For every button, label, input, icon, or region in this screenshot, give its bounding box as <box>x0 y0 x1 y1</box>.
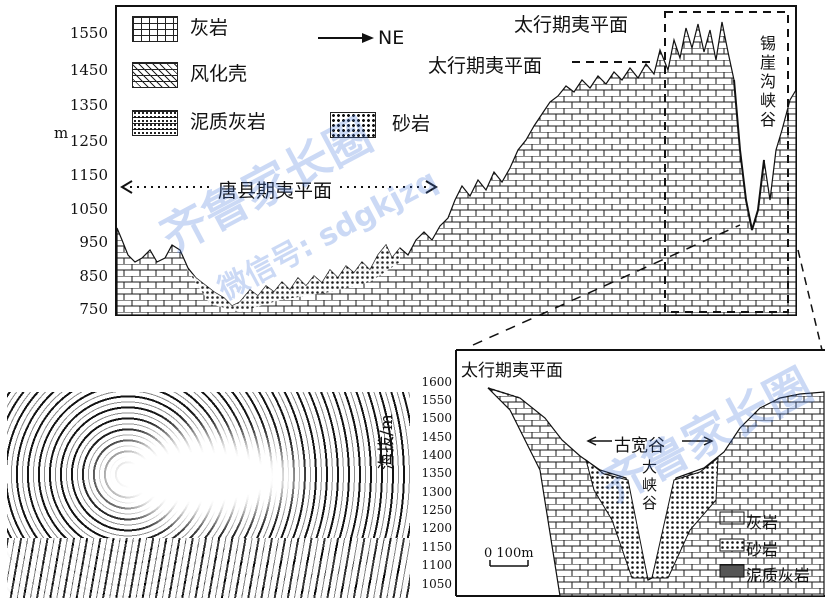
inset-y-tick: 1500 <box>421 411 452 425</box>
inset-y-tick: 1550 <box>421 393 452 407</box>
taihang-surface-label-lower: 太行期夷平面 <box>428 55 543 77</box>
inset-y-tick: 1300 <box>421 485 452 499</box>
inset-y-tick: 1200 <box>421 521 452 535</box>
y-tick: 950 <box>79 233 108 251</box>
scale-bar-label: 0 100m <box>484 546 534 561</box>
inset-y-tick: 1400 <box>421 448 452 462</box>
valley-label: 锡崖沟峡谷 <box>760 34 778 129</box>
legend-swatch-marly-limestone <box>132 110 178 136</box>
y-unit: m <box>54 124 69 142</box>
taihang-surface-label-upper: 太行期夷平面 <box>514 14 629 36</box>
inset-legend-marly-limestone: 泥质灰岩 <box>746 566 811 585</box>
inset-y-tick: 1150 <box>421 540 452 554</box>
ancient-valley-label: 古宽谷 <box>614 431 665 456</box>
y-tick: 850 <box>79 267 108 285</box>
y-tick: 1250 <box>69 132 108 150</box>
inset-y-tick: 1350 <box>421 466 452 480</box>
y-tick: 1550 <box>69 24 108 42</box>
inset-y-tick: 1100 <box>421 558 452 572</box>
canyon-label: 大峡谷 <box>642 458 658 512</box>
inset-y-tick: 1250 <box>421 503 452 517</box>
legend-label-sandstone: 砂岩 <box>392 113 431 135</box>
inset-title: 太行期夷平面 <box>461 361 563 381</box>
legend-label-limestone: 灰岩 <box>190 17 229 39</box>
legend-swatch-limestone <box>132 16 178 42</box>
y-tick: 1050 <box>69 200 108 218</box>
inset-y-tick: 1050 <box>421 577 452 591</box>
y-tick: 1350 <box>69 96 108 114</box>
y-tick: 1150 <box>69 166 108 184</box>
y-tick: 750 <box>79 300 108 318</box>
legend-label-marly-limestone: 泥质灰岩 <box>190 111 267 133</box>
tangxian-surface-label: 唐县期夷平面 <box>218 180 333 202</box>
direction-label: NE <box>378 27 405 49</box>
y-tick: 1450 <box>69 61 108 79</box>
legend-swatch-sandstone <box>330 112 376 138</box>
inset-y-tick: 1450 <box>421 430 452 444</box>
inset-y-tick: 1600 <box>421 375 452 389</box>
legend-label-weathering-crust: 风化壳 <box>190 63 248 85</box>
landscape-photo <box>7 392 410 598</box>
legend-swatch-weathering-crust <box>132 62 178 88</box>
inset-legend-sandstone: 砂岩 <box>746 540 779 559</box>
inset-legend-limestone: 灰岩 <box>746 513 779 532</box>
